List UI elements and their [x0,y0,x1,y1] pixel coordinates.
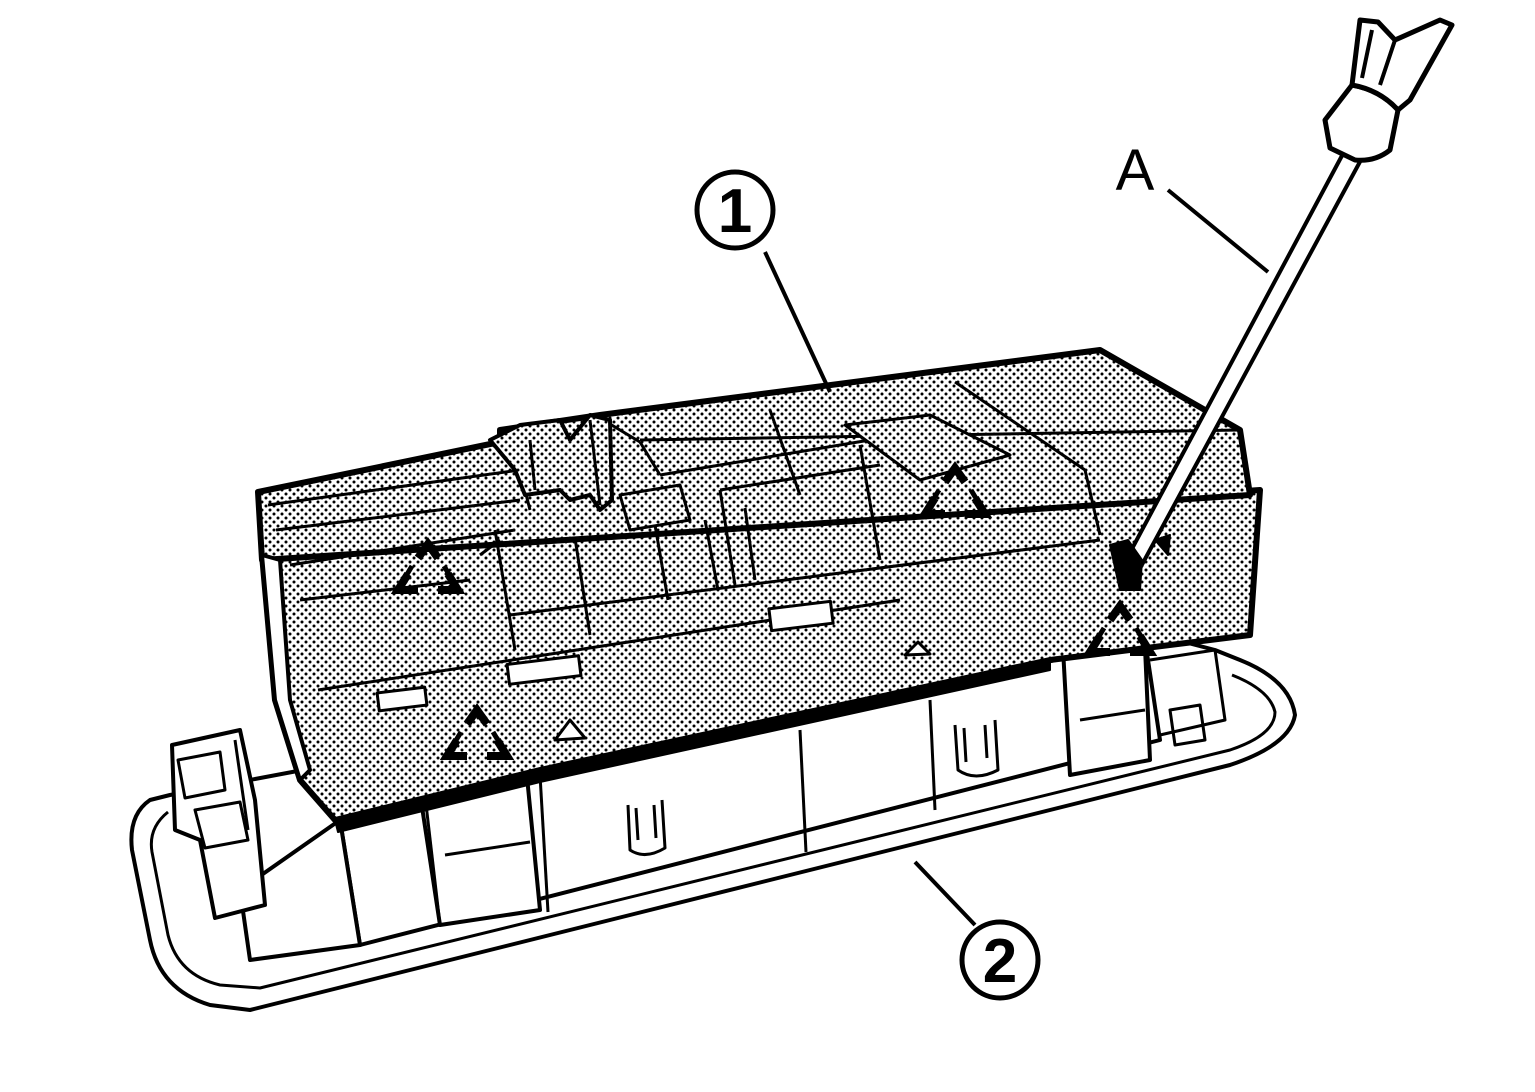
leader-line-a [1166,188,1270,274]
center-ridge [488,413,614,512]
finisher-panel [129,578,1297,1012]
callouts [694,169,1270,1001]
flat-screwdriver [1109,17,1455,591]
callout-label-1: 1 [718,177,752,246]
switch-assembly [255,347,1263,833]
wall-clip-right [953,719,1000,778]
callout-circle-1 [694,169,776,251]
screwdriver-handle [1349,17,1455,113]
leader-line-2 [913,860,977,927]
callout-label-a: A [1116,138,1155,203]
callout-label-2: 2 [983,927,1017,996]
finisher-base-inner [149,673,1277,990]
wall-clip-left [626,799,667,856]
leader-line-1 [763,251,832,393]
finisher-wall-side [238,818,362,962]
callout-circle-2 [959,919,1041,1001]
